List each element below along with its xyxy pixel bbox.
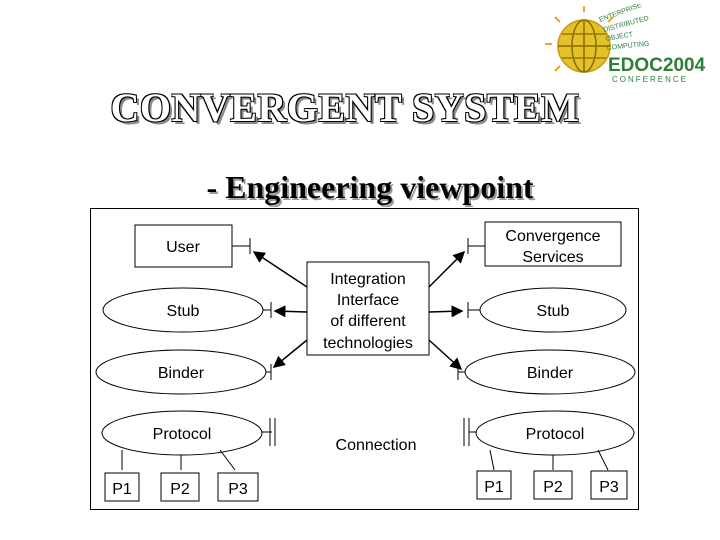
slide-subtitle: - Engineering viewpoint [206,169,534,205]
left-port-p3 [217,472,259,502]
edoc2004-logo: ENTERPRISE DISTRIBUTED OBJECT COMPUTING … [545,4,706,84]
left-protocol-node [101,410,263,456]
interface-line-3: of different [330,313,406,330]
left-port-p2-label: P2 [170,481,190,498]
right-port-p1 [476,470,512,500]
interface-line-2: Interface [337,292,399,309]
right-binder-label: Binder [527,365,574,382]
connection-label: Connection [336,437,417,454]
right-protocol-node [475,410,635,456]
interface-arrows [252,250,466,371]
user-box [134,224,233,268]
left-port-p3-label: P3 [228,481,248,498]
slide-title: CONVERGENT SYSTEM [110,85,580,130]
user-label: User [166,239,200,256]
services-line-1: Convergence [505,228,600,245]
connection-ports [262,418,476,446]
left-stub-label: Stub [167,303,200,320]
right-port-lines [489,449,609,471]
left-interface-ports [232,238,272,380]
right-port-p2 [533,470,573,500]
left-binder-label: Binder [158,365,205,382]
right-stub-node [479,287,627,333]
sun-icon [545,6,614,72]
right-stub-label: Stub [537,303,570,320]
left-port-p2 [160,472,200,502]
globe-icon [557,19,611,73]
right-port-p1-label: P1 [484,479,504,496]
logo-sub-text: CONFERENCE [612,75,688,84]
convergence-services-box [484,221,622,267]
interface-line-1: Integration [330,271,406,288]
right-port-p3-label: P3 [599,479,619,496]
services-line-2: Services [522,249,583,266]
right-port-p2-label: P2 [543,479,563,496]
left-port-lines [121,449,236,471]
left-port-p1-label: P1 [112,481,132,498]
diagram-frame [90,208,639,510]
integration-interface-box [306,261,430,356]
left-protocol-label: Protocol [153,426,212,443]
logo-main-text: EDOC2004 [608,55,706,76]
right-port-p3 [590,470,628,500]
right-binder-node [464,349,636,395]
logo-arc-line-4: COMPUTING [606,41,649,52]
left-port-p1 [104,472,140,502]
logo-arc-line-3: OBJECT [605,31,634,43]
interface-line-4: technologies [323,335,413,352]
right-protocol-label: Protocol [526,426,585,443]
